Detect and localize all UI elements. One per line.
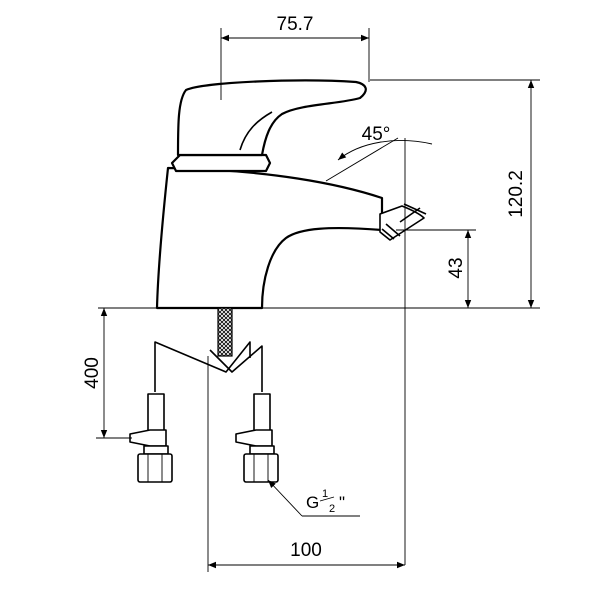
lever-handle xyxy=(176,79,367,157)
dim-lever-angle: 45° xyxy=(325,124,433,565)
dim-total-height: 120.2 xyxy=(370,79,540,309)
dim-spout-height: 43 xyxy=(396,229,476,308)
dim-lever-angle-label: 45° xyxy=(362,124,391,145)
dim-total-height-label: 120.2 xyxy=(506,170,527,218)
lever-collar xyxy=(170,153,272,173)
faucet-body xyxy=(155,166,384,310)
thread-denominator: 2 xyxy=(329,503,335,515)
dim-spout-reach: 75.7 xyxy=(220,14,370,100)
hose-fitting-left xyxy=(129,393,173,483)
thread-inch: " xyxy=(339,493,345,512)
threaded-rod xyxy=(217,307,233,357)
thread-callout: G 1 2 " xyxy=(267,479,360,517)
dim-hole-spacing-label: 100 xyxy=(290,540,322,561)
hose-left xyxy=(154,341,251,392)
dim-hose-length: 400 xyxy=(82,308,132,439)
hose-fitting-right xyxy=(235,393,279,483)
thread-prefix: G xyxy=(306,493,319,512)
dim-spout-height-label: 43 xyxy=(446,257,467,278)
dim-hole-spacing: 100 xyxy=(207,356,405,572)
thread-numerator: 1 xyxy=(322,488,328,500)
dim-spout-reach-label: 75.7 xyxy=(277,14,314,35)
dim-hose-length-label: 400 xyxy=(82,357,103,389)
spout-aerator xyxy=(379,203,427,241)
hose-right xyxy=(209,345,263,392)
